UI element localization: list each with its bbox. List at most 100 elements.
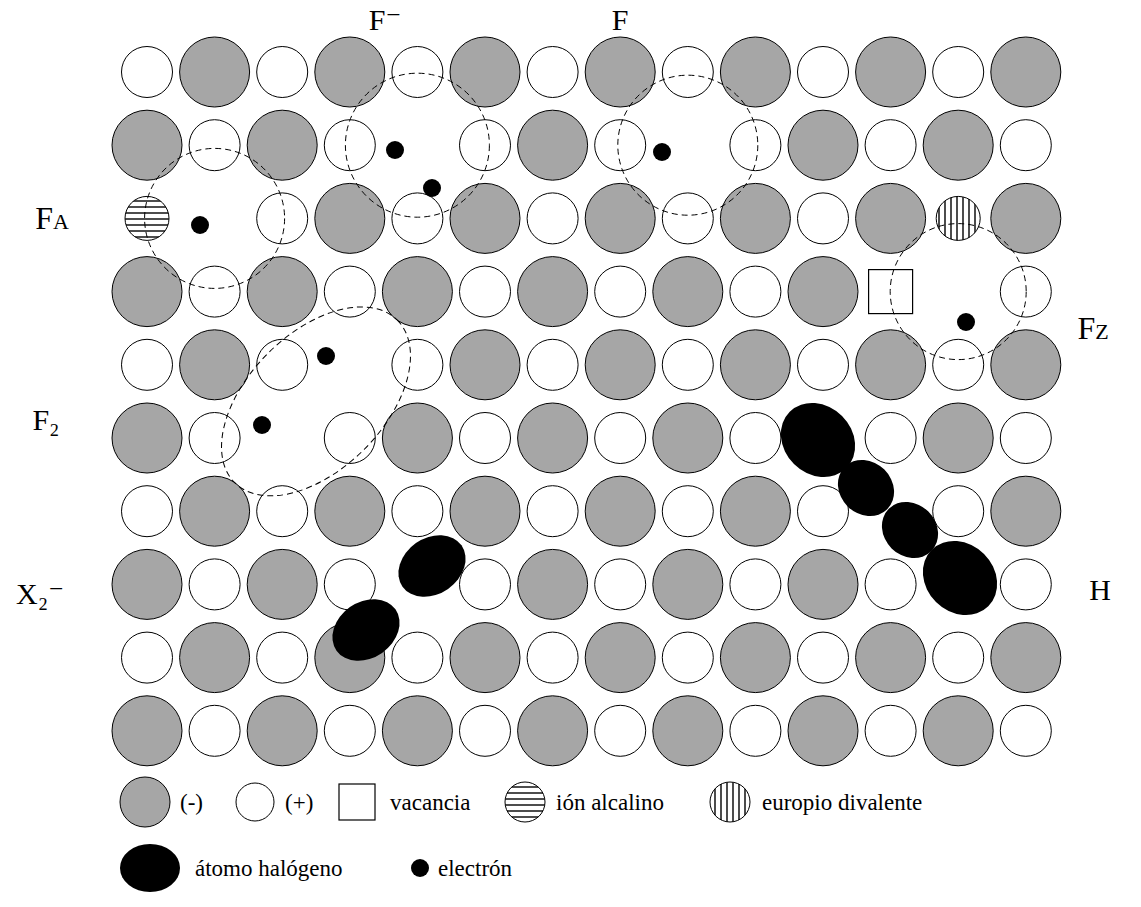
anion	[923, 696, 993, 766]
defect-label: X₂⁻	[16, 579, 64, 609]
anion	[382, 257, 452, 327]
halogen-atom	[320, 586, 411, 673]
cation	[1000, 120, 1051, 171]
cation-swatch	[236, 783, 274, 821]
electron	[957, 313, 975, 331]
anion	[315, 183, 385, 253]
legend-swatch	[215, 762, 295, 842]
europium-ion	[936, 196, 980, 240]
electron-cloud	[890, 224, 1026, 360]
cation	[933, 47, 984, 98]
cation	[798, 339, 849, 390]
anion	[450, 330, 520, 400]
anion	[788, 110, 858, 180]
anion	[315, 37, 385, 107]
anion	[382, 696, 452, 766]
cation	[189, 266, 240, 317]
cation	[324, 266, 375, 317]
anion	[180, 623, 250, 693]
cation	[1000, 559, 1051, 610]
anion	[991, 623, 1061, 693]
cation	[730, 413, 781, 464]
cation	[392, 339, 443, 390]
anion	[856, 37, 926, 107]
cation	[527, 339, 578, 390]
cation	[595, 559, 646, 610]
cation	[122, 632, 173, 683]
anion	[112, 696, 182, 766]
cation	[662, 339, 713, 390]
legend-text: (-)	[180, 791, 203, 814]
defect-label: FA	[35, 202, 69, 234]
anion	[788, 696, 858, 766]
cation	[460, 266, 511, 317]
anion	[585, 330, 655, 400]
cation	[460, 413, 511, 464]
cation	[730, 705, 781, 756]
anion	[315, 476, 385, 546]
anion	[788, 549, 858, 619]
cation	[392, 486, 443, 537]
anion	[247, 257, 317, 327]
cation	[392, 632, 443, 683]
anion	[450, 623, 520, 693]
anion	[720, 623, 790, 693]
halogen-atom	[386, 522, 477, 609]
anion	[450, 476, 520, 546]
anion	[180, 37, 250, 107]
legend-text: (+)	[285, 791, 313, 814]
cation	[730, 559, 781, 610]
electron-cloud	[145, 148, 285, 288]
electron-swatch	[411, 859, 429, 877]
alkali-swatch	[505, 782, 545, 822]
cation	[527, 47, 578, 98]
cation	[460, 705, 511, 756]
anion	[923, 403, 993, 473]
anion	[991, 183, 1061, 253]
electron	[423, 179, 441, 197]
anion	[653, 696, 723, 766]
cation	[798, 193, 849, 244]
cation	[527, 632, 578, 683]
cation	[257, 486, 308, 537]
anion	[720, 476, 790, 546]
cation	[257, 47, 308, 98]
defect-label: F	[612, 5, 629, 35]
cation	[257, 339, 308, 390]
cation	[1000, 413, 1051, 464]
anion	[518, 257, 588, 327]
cation	[460, 559, 511, 610]
anion	[518, 403, 588, 473]
anion	[450, 37, 520, 107]
cation	[122, 339, 173, 390]
cation	[662, 632, 713, 683]
cation	[1000, 705, 1051, 756]
anion	[856, 623, 926, 693]
electron	[317, 347, 335, 365]
cation	[662, 486, 713, 537]
anion	[720, 183, 790, 253]
anion	[720, 330, 790, 400]
legend-text: electrón	[438, 857, 512, 880]
anion	[991, 37, 1061, 107]
anion	[720, 37, 790, 107]
legend-swatch	[485, 762, 565, 842]
cation	[662, 47, 713, 98]
cation	[730, 266, 781, 317]
cation	[324, 120, 375, 171]
anion	[112, 549, 182, 619]
halogen-atom	[908, 526, 1013, 631]
anion	[112, 403, 182, 473]
cation	[865, 559, 916, 610]
electron	[653, 143, 671, 161]
cation	[324, 705, 375, 756]
anion	[991, 476, 1061, 546]
cation	[527, 193, 578, 244]
anion	[247, 696, 317, 766]
anion	[856, 183, 926, 253]
defect-label: F₂	[32, 405, 59, 435]
anion	[856, 330, 926, 400]
anion	[585, 37, 655, 107]
anion	[247, 549, 317, 619]
